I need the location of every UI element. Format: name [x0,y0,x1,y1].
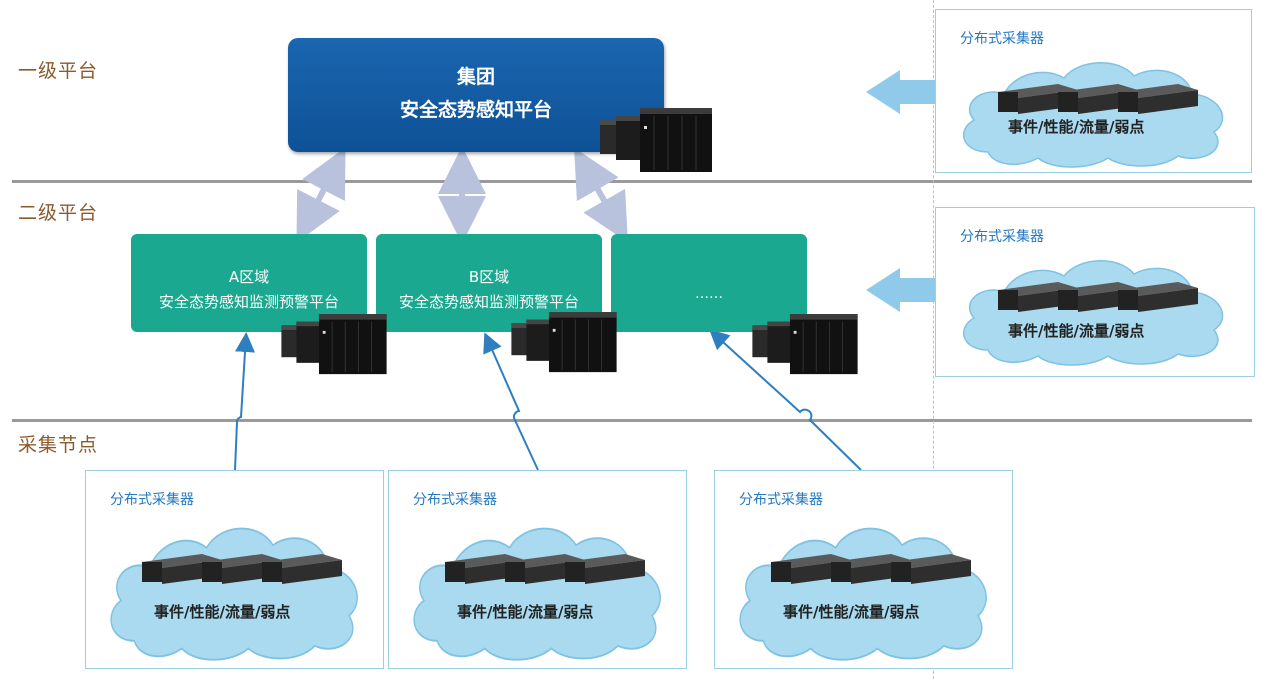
server-unit-icon [445,554,645,584]
collector-panel-title: 分布式采集器 [960,229,1044,245]
collector-caption: 事件/性能/流量/弱点 [783,603,920,621]
region-more-box: …… [611,234,807,332]
server-rack-icon [511,312,617,373]
tier-label-collect: 采集节点 [18,434,99,456]
collector-b-arrow [483,332,539,471]
collector-panel-top: 分布式采集器 事件/性能/流量/弱点 [935,9,1252,173]
tier-separator-1 [12,180,1252,183]
group-platform-title: 集团 [456,66,495,88]
collector-caption: 事件/性能/流量/弱点 [457,603,594,621]
collector-top-arrow [866,70,935,114]
server-unit-icon [771,554,971,584]
collector-panel-title: 分布式采集器 [110,492,194,508]
tier-label-level2: 二级平台 [18,202,99,224]
collector-caption: 事件/性能/流量/弱点 [1008,118,1145,136]
region-b-title: B区域 [468,268,510,286]
group-platform-subtitle: 安全态势感知平台 [399,99,552,121]
server-rack-icon [600,108,712,172]
collector-panel-title: 分布式采集器 [413,492,497,508]
cloud-icon [963,260,1224,366]
tier-label-level1: 一级平台 [18,60,99,82]
server-rack-icon [281,314,387,375]
collector-more-arrow [709,329,862,471]
collector-panel-title: 分布式采集器 [960,31,1044,47]
region-a-subtitle: 安全态势感知监测预警平台 [158,293,339,311]
collector-panel-mid: 分布式采集器 事件/性能/流量/弱点 [935,207,1255,377]
tier-separator-2 [12,419,1252,422]
collector-a-arrow [234,332,255,471]
collector-mid-arrow [866,268,935,312]
server-rack-icon [752,314,858,375]
collector-panel-a: 分布式采集器 事件/性能/流量/弱点 [85,470,384,669]
cloud-icon [963,62,1224,168]
collector-panel-b: 分布式采集器 事件/性能/流量/弱点 [388,470,687,669]
region-b-subtitle: 安全态势感知监测预警平台 [398,293,579,311]
dashed-divider [933,0,934,679]
collector-panel-title: 分布式采集器 [739,492,823,508]
collector-panel-more: 分布式采集器 事件/性能/流量/弱点 [714,470,1013,669]
server-unit-icon [142,554,342,584]
region-more-ellipsis: …… [695,286,723,302]
link-top-a-arrow [296,147,346,243]
collector-caption: 事件/性能/流量/弱点 [1008,322,1145,340]
region-a-title: A区域 [228,268,270,286]
link-top-more-arrow [574,147,628,243]
collector-caption: 事件/性能/流量/弱点 [154,603,291,621]
